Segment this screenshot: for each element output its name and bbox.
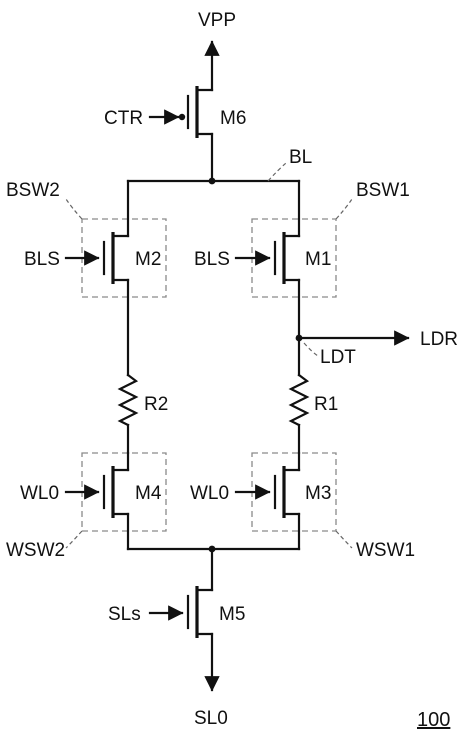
ldr-output bbox=[295, 330, 410, 346]
wl0-left-label: WL0 bbox=[20, 483, 59, 504]
transistor-m1 bbox=[273, 179, 301, 377]
wl0-right-label: WL0 bbox=[190, 483, 229, 504]
m2-label: M2 bbox=[135, 249, 161, 270]
bl-label: BL bbox=[289, 147, 312, 168]
bls-left-label: BLS bbox=[24, 249, 60, 270]
wsw2-label: WSW2 bbox=[6, 540, 65, 561]
bls-right-label: BLS bbox=[194, 249, 230, 270]
m3-label: M3 bbox=[305, 483, 331, 504]
sls-label: SLs bbox=[108, 604, 141, 625]
r1-label: R1 bbox=[314, 394, 338, 415]
transistor-m6 bbox=[186, 86, 214, 183]
transistor-m2 bbox=[102, 179, 130, 377]
ldt-label: LDT bbox=[320, 347, 356, 368]
transistor-m3 bbox=[273, 451, 301, 551]
ctr-label: CTR bbox=[104, 108, 143, 129]
ldr-label: LDR bbox=[420, 329, 458, 350]
m4-label: M4 bbox=[135, 483, 162, 504]
vpp-label: VPP bbox=[198, 10, 236, 31]
resistor-r2 bbox=[117, 373, 139, 455]
m1-label: M1 bbox=[305, 249, 331, 270]
transistor-m4 bbox=[102, 451, 130, 551]
reference-numeral: 100 bbox=[417, 709, 450, 731]
wsw1-label: WSW1 bbox=[356, 540, 415, 561]
bit-line-rail bbox=[126, 177, 301, 185]
slo-label: SL0 bbox=[194, 708, 228, 729]
resistor-r1 bbox=[288, 373, 310, 455]
bsw1-label: BSW1 bbox=[356, 180, 410, 201]
r2-label: R2 bbox=[144, 394, 168, 415]
source-line-rail bbox=[126, 545, 301, 553]
bsw2-label: BSW2 bbox=[6, 180, 60, 201]
transistor-m5 bbox=[186, 547, 214, 638]
m6-label: M6 bbox=[220, 108, 246, 129]
m5-label: M5 bbox=[219, 604, 245, 625]
ctr-gate-input bbox=[148, 109, 186, 125]
